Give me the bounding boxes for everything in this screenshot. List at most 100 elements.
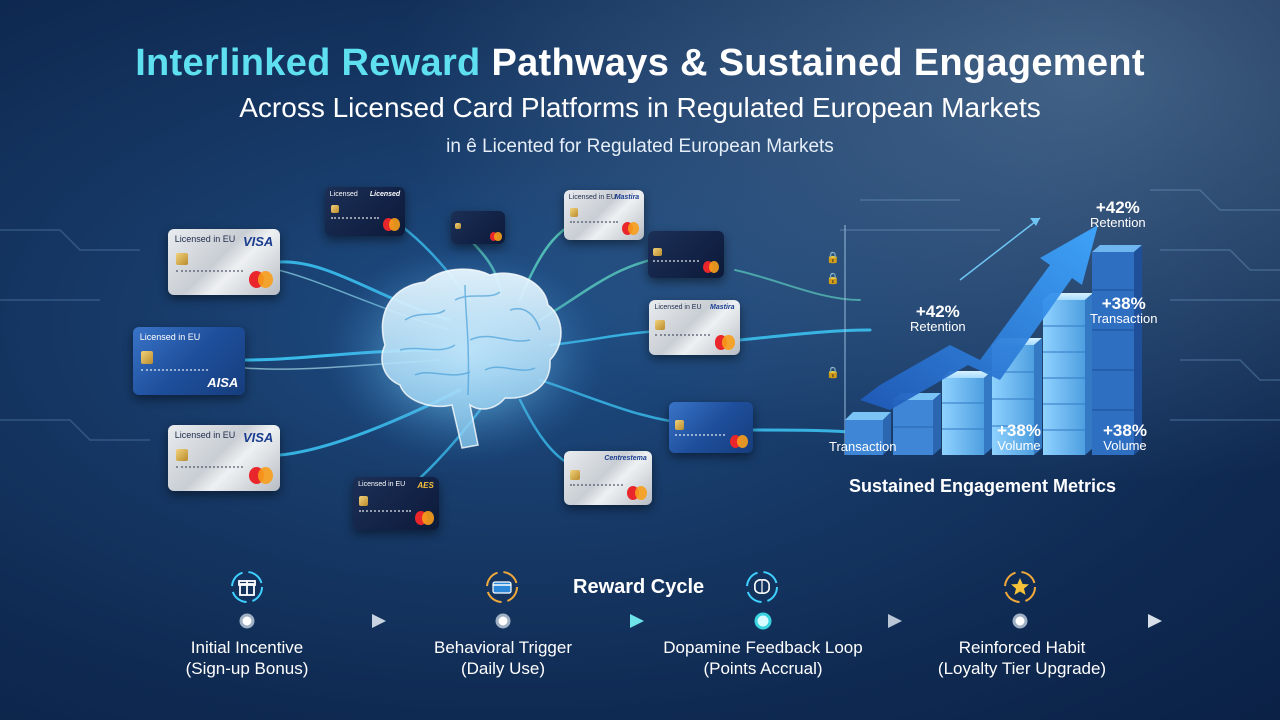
stage-label: Reinforced Habit xyxy=(958,638,1086,657)
title-rest: Pathways & Sustained Engagement xyxy=(491,42,1145,84)
mastercard-icon xyxy=(627,485,647,500)
stage-detail: (Points Accrual) xyxy=(703,659,823,678)
title-accent: Interlinked Reward xyxy=(135,42,481,84)
star-cycle-icon xyxy=(1004,571,1036,603)
card-label: Licensed xyxy=(329,190,358,198)
metric-label: +38% Transaction xyxy=(1090,294,1158,326)
card-brand: AISA xyxy=(207,374,239,390)
mastercard-icon xyxy=(382,218,401,232)
reward-cycle-title: Reward Cycle xyxy=(573,576,705,598)
metric-value: +38% xyxy=(1101,294,1146,313)
card-brand: AES xyxy=(417,481,434,491)
card-label: Licensed in EU xyxy=(174,234,236,245)
chip-icon xyxy=(655,319,666,330)
metric-text: Retention xyxy=(910,319,966,334)
metric-value: +38% xyxy=(1103,421,1147,440)
page-title: Interlinked Reward Pathways & Sustained … xyxy=(0,42,1280,85)
card-4: Licensed Licensed xyxy=(325,187,405,236)
circuit-lines xyxy=(840,189,1280,421)
stage-label: Dopamine Feedback Loop xyxy=(663,638,863,657)
chip-icon xyxy=(175,252,189,265)
chip-icon xyxy=(653,247,662,257)
card-number xyxy=(140,369,209,375)
card-brand: VISA xyxy=(242,430,274,446)
metric-value: +42% xyxy=(915,302,960,321)
timeline-node-4 xyxy=(1012,613,1028,629)
circuit-lines-left xyxy=(0,229,150,441)
card-number xyxy=(330,217,379,223)
chip-icon xyxy=(330,204,340,214)
card-number xyxy=(175,465,244,472)
stage-initial-incentive: Initial Incentive (Sign-up Bonus) xyxy=(147,637,347,679)
card-number xyxy=(674,433,726,440)
card-number xyxy=(570,484,623,490)
card-7: Licensed in EU Mastira xyxy=(564,190,644,240)
card-brand: Mastira xyxy=(710,304,735,312)
card-10 xyxy=(669,402,753,453)
card-1: Licensed in EU VISA xyxy=(168,229,280,295)
mastercard-icon xyxy=(714,335,735,350)
mastercard-icon xyxy=(621,222,640,235)
metric-text: Volume xyxy=(997,438,1041,453)
chip-icon xyxy=(570,470,580,481)
timeline-node-2 xyxy=(495,613,511,629)
card-brand: Licensed xyxy=(369,190,401,198)
card-label: Licensed in EU xyxy=(358,481,406,489)
metric-label: +42% Retention xyxy=(910,302,966,334)
card-9: Licensed in EU Mastira xyxy=(649,300,740,355)
bar-6 xyxy=(1092,245,1142,455)
bar-5 xyxy=(1043,293,1093,455)
brain-graphic xyxy=(325,245,605,465)
card-brand: Centrestema xyxy=(604,455,647,463)
card-cycle-icon xyxy=(486,571,518,603)
metric-text: Volume xyxy=(1103,438,1147,453)
chip-icon xyxy=(140,351,154,364)
mastercard-icon xyxy=(248,467,274,485)
engagement-bars xyxy=(845,245,1142,455)
card-brand: Mastira xyxy=(614,194,640,201)
stage-reinforced-habit: Reinforced Habit (Loyalty Tier Upgrade) xyxy=(912,637,1132,679)
timeline-node-1 xyxy=(239,613,255,629)
card-2: Licensed in EU AISA xyxy=(133,327,245,395)
stage-detail: (Daily Use) xyxy=(460,659,546,678)
lock-icon: 🔒 xyxy=(826,367,840,379)
reward-cycle-timeline xyxy=(120,612,1162,630)
bar-1 xyxy=(845,412,891,455)
metric-text: Transaction xyxy=(1090,311,1158,326)
stage-dopamine-feedback-loop: Dopamine Feedback Loop (Points Accrual) xyxy=(643,637,883,679)
card-number xyxy=(569,221,618,227)
card-5: Licensed in EU AES xyxy=(353,477,439,530)
chip-icon xyxy=(454,222,461,229)
card-brand: VISA xyxy=(242,234,274,250)
card-number xyxy=(175,269,244,276)
lock-icon: 🔒 xyxy=(826,252,840,264)
growth-arrow xyxy=(860,217,1098,410)
brain-cycle-icon xyxy=(746,571,778,603)
bar-3 xyxy=(942,371,992,455)
metric-value: +42% xyxy=(1095,198,1140,217)
chip-icon xyxy=(674,420,685,430)
metric-label: +38% Volume xyxy=(1103,421,1147,453)
stage-detail: (Loyalty Tier Upgrade) xyxy=(937,659,1107,678)
gift-icon xyxy=(231,571,263,603)
card-number xyxy=(655,334,710,340)
bar-2 xyxy=(893,393,941,455)
page-subsubtitle: in ê Licented for Regulated European Mar… xyxy=(446,136,834,157)
mastercard-icon xyxy=(729,434,748,448)
card-label: Licensed in EU xyxy=(654,304,702,312)
metric-value: +38% xyxy=(997,421,1041,440)
metrics-heading: Sustained Engagement Metrics xyxy=(849,476,1117,496)
card-number xyxy=(653,260,699,266)
card-11: Centrestema xyxy=(564,451,652,505)
mastercard-icon xyxy=(248,271,274,289)
stage-behavioral-trigger: Behavioral Trigger (Daily Use) xyxy=(403,637,603,679)
chip-icon xyxy=(569,208,579,217)
chip-icon xyxy=(359,496,369,506)
mastercard-icon xyxy=(702,261,720,274)
card-6 xyxy=(451,211,505,244)
metric-text: Retention xyxy=(1090,215,1146,230)
stage-label: Initial Incentive xyxy=(190,638,304,657)
card-8 xyxy=(648,231,724,278)
mastercard-icon xyxy=(414,510,434,525)
